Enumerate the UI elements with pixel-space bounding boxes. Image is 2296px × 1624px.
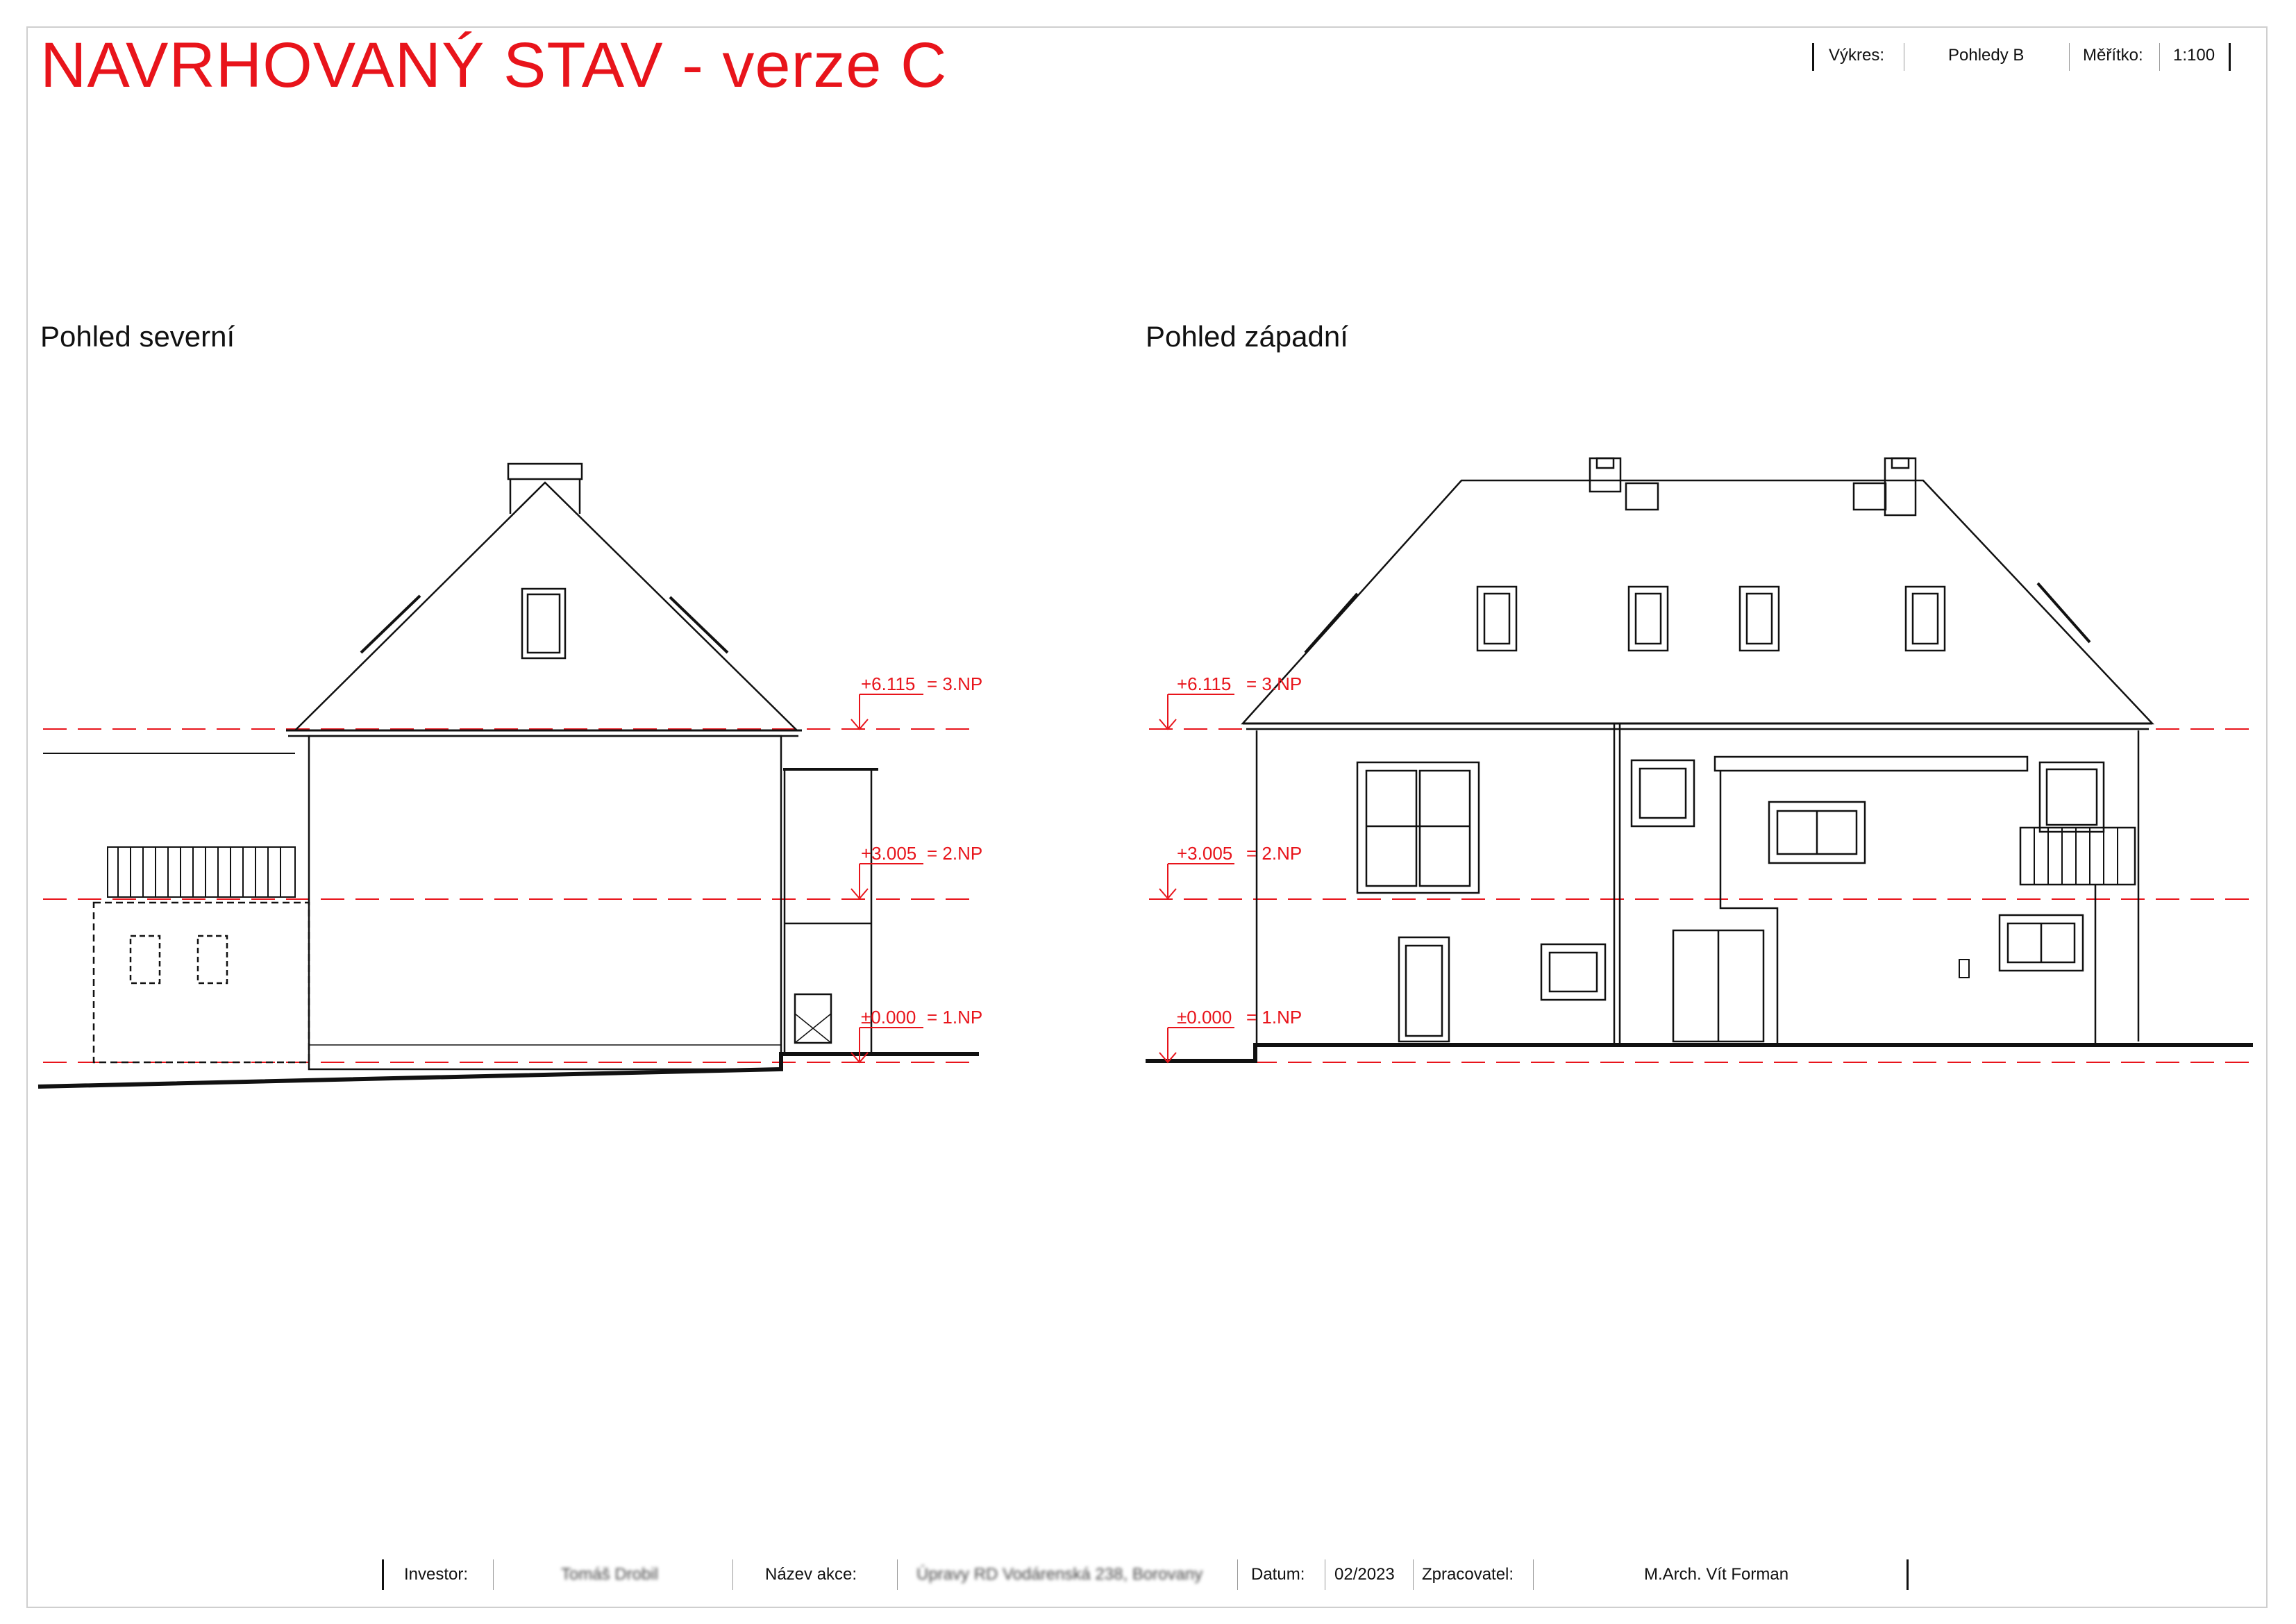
north-level-value: +6.115 — [861, 673, 915, 694]
north-left-annex — [92, 901, 310, 1064]
west-level-floor: = 1.NP — [1246, 1007, 1302, 1028]
north-level-lines — [43, 728, 972, 1063]
north-gable-roof — [292, 481, 800, 732]
project-value: Úpravy RD Vodárenská 238, Borovany — [916, 1565, 1203, 1584]
west-level-markers — [1159, 694, 1234, 1064]
investor-value: Tomáš Drobil — [561, 1565, 659, 1584]
drawing-label: Výkres: — [1829, 46, 1885, 65]
west-level-floor: = 2.NP — [1246, 843, 1302, 864]
west-ground-line — [1146, 1043, 2253, 1063]
author-value: M.Arch. Vít Forman — [1644, 1565, 1789, 1584]
north-level-value: +3.005 — [861, 843, 916, 864]
west-level-value: +6.115 — [1177, 673, 1231, 694]
north-level-markers — [850, 694, 923, 1064]
north-chimney — [507, 462, 583, 480]
date-value: 02/2023 — [1334, 1565, 1395, 1584]
west-balcony — [2019, 826, 2136, 886]
west-hip-roof — [1241, 479, 2154, 725]
title-block-header: Výkres: Pohledy B Měřítko: 1:100 — [1812, 43, 2243, 71]
north-gable-window — [521, 587, 567, 660]
west-door-left — [1398, 936, 1450, 1043]
west-elevation — [1146, 457, 2256, 1063]
west-level-floor: = 3.NP — [1246, 673, 1302, 694]
north-balcony-railing — [107, 846, 296, 898]
north-main-wall — [308, 735, 782, 1071]
view-title-north: Pohled severní — [40, 320, 235, 353]
scale-value: 1:100 — [2173, 46, 2215, 65]
view-title-west: Pohled západní — [1146, 320, 1348, 353]
title-block-footer: Investor: Tomáš Drobil Název akce: Úprav… — [382, 1559, 1909, 1593]
north-annex-door — [794, 993, 832, 1044]
north-ground-line — [37, 1052, 979, 1089]
investor-label: Investor: — [404, 1565, 469, 1584]
author-label: Zpracovatel: — [1422, 1565, 1514, 1584]
sheet-frame — [26, 26, 2268, 1608]
north-level-floor: = 2.NP — [927, 843, 982, 864]
page-title: NAVRHOVANÝ STAV - verze C — [40, 30, 948, 101]
north-annex — [783, 768, 873, 1055]
west-level-value: +3.005 — [1177, 843, 1232, 864]
north-level-floor: = 1.NP — [927, 1007, 982, 1028]
date-label: Datum: — [1251, 1565, 1305, 1584]
west-level-value: ±0.000 — [1177, 1007, 1232, 1028]
north-level-value: ±0.000 — [861, 1007, 916, 1028]
project-label: Název akce: — [765, 1565, 857, 1584]
drawing-value: Pohledy B — [1948, 46, 2025, 65]
north-elevation — [37, 462, 979, 1089]
north-level-floor: = 3.NP — [927, 673, 982, 694]
west-level-lines — [1149, 728, 2256, 1063]
scale-label: Měřítko: — [2083, 46, 2143, 65]
west-window-large — [1356, 761, 1480, 894]
